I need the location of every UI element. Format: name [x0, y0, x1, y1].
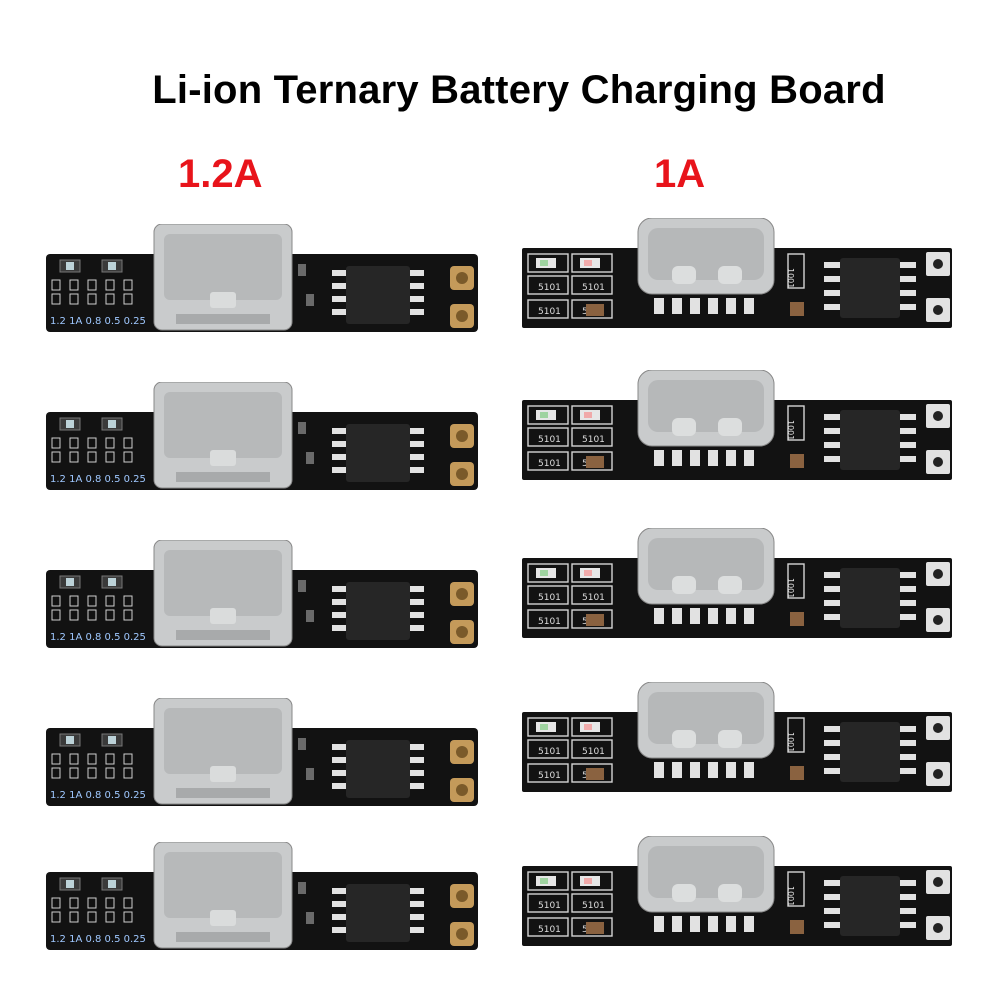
page-title: Li-ion Ternary Battery Charging Board: [152, 68, 886, 112]
charging-board-1a: 51015101510151011001: [522, 528, 952, 638]
charging-board-1a: 51015101510151011001: [522, 370, 952, 480]
board-image: 1.2 1A 0.8 0.5 0.25: [46, 540, 478, 648]
resistor-mark: 5101: [538, 283, 561, 293]
board-image: 1.2 1A 0.8 0.5 0.25: [46, 698, 478, 806]
resistor-mark: 5101: [582, 435, 605, 445]
silkscreen-labels: 1.2 1A 0.8 0.5 0.25: [50, 632, 146, 643]
resistor-mark: 5101: [582, 283, 605, 293]
board-image: 51015101510151011001: [522, 528, 952, 638]
label-1-2a: 1.2A: [178, 152, 263, 196]
charging-board-1-2a: 1.2 1A 0.8 0.5 0.25: [46, 382, 478, 492]
charging-board-1-2a: 1.2 1A 0.8 0.5 0.25: [46, 540, 478, 650]
board-image: 1.2 1A 0.8 0.5 0.25: [46, 842, 478, 950]
silkscreen-labels: 1.2 1A 0.8 0.5 0.25: [50, 934, 146, 945]
resistor-mark: 5101: [538, 617, 561, 627]
resistor-mark: 5101: [538, 435, 561, 445]
label-1a: 1A: [654, 152, 706, 196]
resistor-mark: 5101: [538, 307, 561, 317]
charging-board-1a: 51015101510151011001: [522, 682, 952, 792]
resistor-mark: 5101: [538, 747, 561, 757]
charging-board-1a: 51015101510151011001: [522, 218, 952, 328]
resistor-mark: 5101: [538, 593, 561, 603]
side-mark: 1001: [786, 578, 795, 598]
board-image: 51015101510151011001: [522, 836, 952, 946]
board-image: 1.2 1A 0.8 0.5 0.25: [46, 224, 478, 332]
silkscreen-labels: 1.2 1A 0.8 0.5 0.25: [50, 474, 146, 485]
board-image: 51015101510151011001: [522, 218, 952, 328]
side-mark: 1001: [786, 420, 795, 440]
charging-board-1-2a: 1.2 1A 0.8 0.5 0.25: [46, 842, 478, 952]
board-image: 51015101510151011001: [522, 370, 952, 480]
side-mark: 1001: [786, 886, 795, 906]
charging-board-1a: 51015101510151011001: [522, 836, 952, 946]
resistor-mark: 5101: [538, 771, 561, 781]
resistor-mark: 5101: [582, 901, 605, 911]
resistor-mark: 5101: [538, 901, 561, 911]
silkscreen-labels: 1.2 1A 0.8 0.5 0.25: [50, 316, 146, 327]
resistor-mark: 5101: [538, 925, 561, 935]
resistor-mark: 5101: [582, 747, 605, 757]
side-mark: 1001: [786, 732, 795, 752]
board-image: 51015101510151011001: [522, 682, 952, 792]
side-mark: 1001: [786, 268, 795, 288]
charging-board-1-2a: 1.2 1A 0.8 0.5 0.25: [46, 698, 478, 808]
board-image: 1.2 1A 0.8 0.5 0.25: [46, 382, 478, 490]
charging-board-1-2a: 1.2 1A 0.8 0.5 0.25: [46, 224, 478, 334]
resistor-mark: 5101: [582, 593, 605, 603]
resistor-mark: 5101: [538, 459, 561, 469]
silkscreen-labels: 1.2 1A 0.8 0.5 0.25: [50, 790, 146, 801]
